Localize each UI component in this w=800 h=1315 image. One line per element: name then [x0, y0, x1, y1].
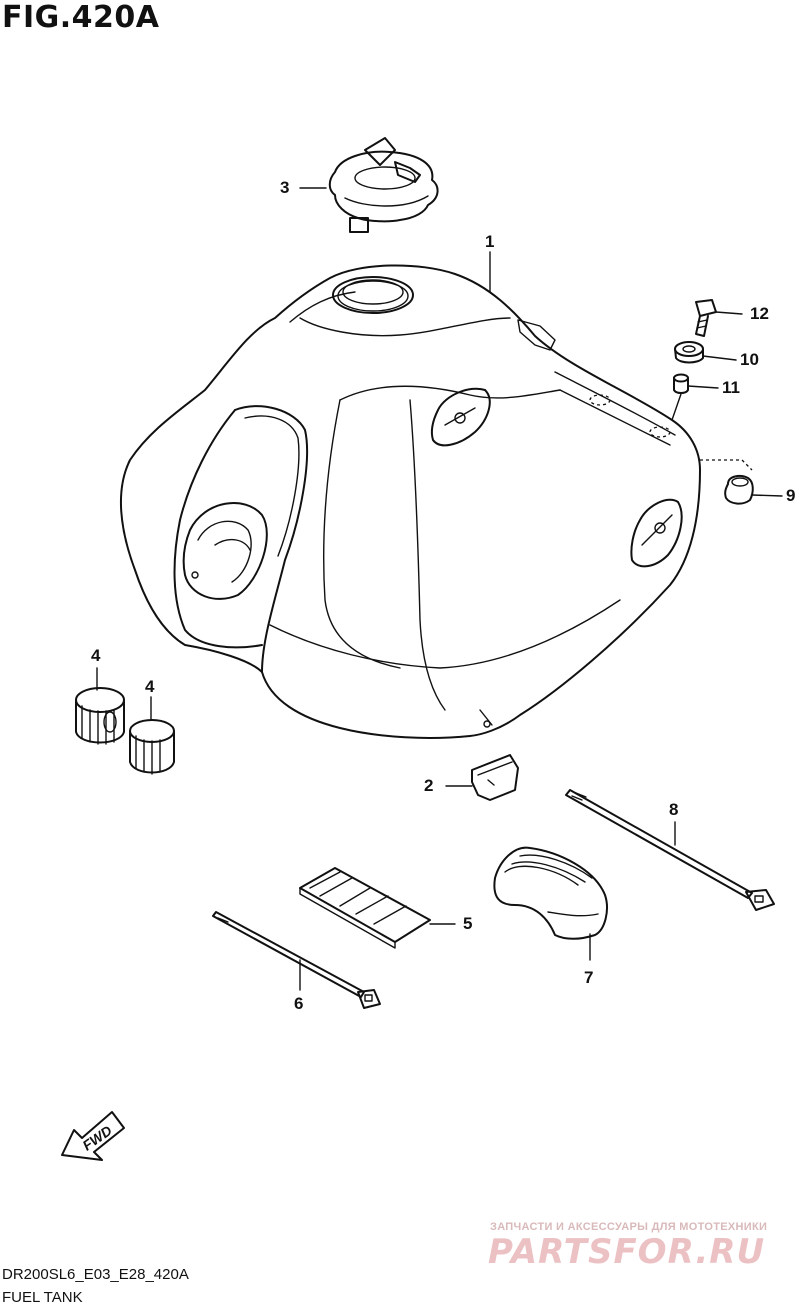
watermark-tagline: ЗАПЧАСТИ И АКСЕССУАРЫ ДЛЯ МОТОТЕХНИКИ	[490, 1221, 768, 1233]
grommet-part-9[interactable]	[700, 459, 783, 505]
callout-4-a: 4	[91, 646, 101, 665]
callout-9: 9	[786, 486, 796, 505]
cap-part-4-b[interactable]	[129, 696, 175, 775]
callout-6: 6	[294, 994, 304, 1013]
band-part-8[interactable]	[565, 789, 775, 911]
cover-part-7[interactable]	[493, 846, 608, 961]
watermark-logo: PARTSFOR.RU	[488, 1232, 766, 1272]
figure-title: FIG.420A	[2, 0, 160, 35]
collar-part-11[interactable]	[671, 373, 719, 421]
model-code: DR200SL6_E03_E28_420A	[2, 1266, 189, 1283]
callout-3: 3	[280, 178, 290, 197]
callout-4-b: 4	[145, 677, 155, 696]
callout-7: 7	[584, 968, 594, 987]
pad-part-5[interactable]	[299, 867, 456, 949]
callout-11: 11	[722, 378, 740, 397]
callout-10: 10	[740, 350, 759, 369]
band-part-6[interactable]	[212, 911, 381, 1009]
callout-8: 8	[669, 800, 679, 819]
fwd-arrow-icon: FWD	[61, 1111, 125, 1161]
clip-part-2[interactable]	[445, 754, 519, 801]
section-name: FUEL TANK	[2, 1289, 83, 1306]
callout-5: 5	[463, 914, 473, 933]
callout-2: 2	[424, 776, 434, 795]
cap-part-4-a[interactable]	[75, 667, 125, 745]
fuel-cap-part-3[interactable]	[299, 137, 439, 233]
bolt-part-12[interactable]	[695, 299, 743, 337]
cushion-part-10[interactable]	[674, 341, 737, 364]
callout-1: 1	[485, 232, 495, 251]
callout-12: 12	[750, 304, 769, 323]
fuel-tank-part-1[interactable]	[120, 251, 701, 739]
